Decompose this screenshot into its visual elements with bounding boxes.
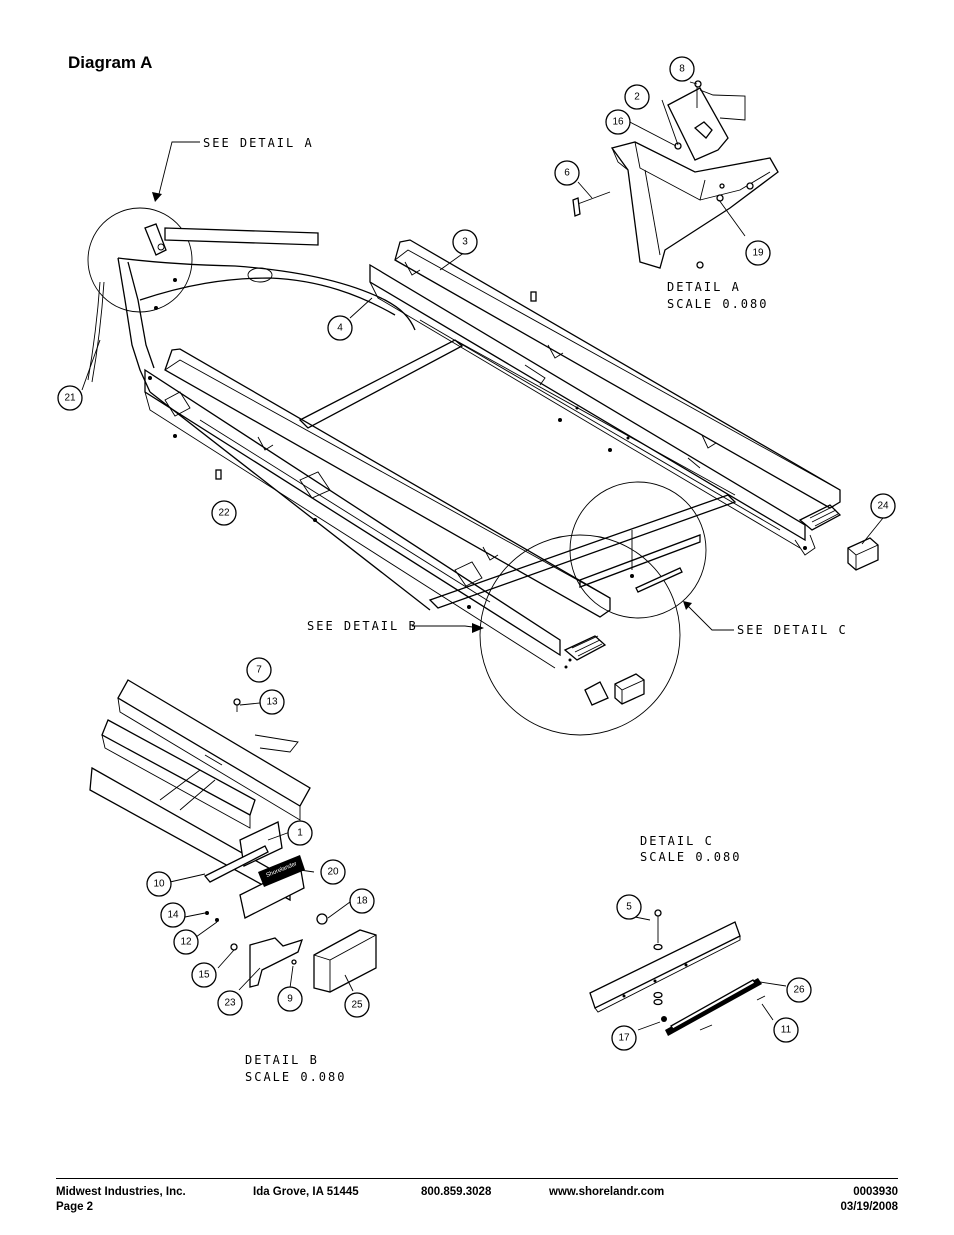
diagram-title: Diagram A bbox=[68, 53, 153, 72]
tongue-bottom-edge bbox=[139, 277, 396, 316]
svg-text:23: 23 bbox=[224, 998, 236, 1009]
part-bubble-4: 4 bbox=[327, 315, 353, 341]
part-bubble-2: 2 bbox=[624, 84, 650, 110]
detail-a-scale: SCALE 0.080 bbox=[667, 297, 768, 311]
see-detail-c-label: SEE DETAIL C bbox=[737, 623, 848, 637]
part-bubble-3: 3 bbox=[452, 229, 478, 255]
svg-text:8: 8 bbox=[679, 64, 685, 75]
part-bubble-8: 8 bbox=[669, 56, 695, 82]
svg-text:16: 16 bbox=[612, 117, 624, 128]
part-bubble-23: 23 bbox=[217, 990, 243, 1016]
footer-company: Midwest Industries, Inc. bbox=[56, 1186, 186, 1198]
footer-doc-number: 0003930 bbox=[853, 1186, 898, 1198]
part-bubble-14: 14 bbox=[160, 902, 186, 928]
detail-b-name: DETAIL B bbox=[245, 1053, 319, 1067]
detail-b-scale: SCALE 0.080 bbox=[245, 1070, 346, 1084]
svg-text:9: 9 bbox=[287, 994, 293, 1005]
page-footer: Midwest Industries, Inc. Ida Grove, IA 5… bbox=[56, 1178, 898, 1216]
part-bubble-16: 16 bbox=[605, 109, 631, 135]
svg-text:6: 6 bbox=[564, 168, 570, 179]
footer-location: Ida Grove, IA 51445 bbox=[253, 1186, 359, 1198]
detail-a-drawing bbox=[572, 80, 779, 269]
svg-text:11: 11 bbox=[781, 1025, 792, 1036]
svg-text:19: 19 bbox=[752, 248, 764, 259]
detail-b-circle bbox=[479, 534, 681, 736]
svg-text:21: 21 bbox=[64, 393, 76, 404]
svg-text:13: 13 bbox=[266, 697, 278, 708]
tongue-top-edge bbox=[117, 257, 416, 331]
svg-text:1: 1 bbox=[297, 828, 303, 839]
part-bubble-12: 12 bbox=[173, 929, 199, 955]
part-bubble-10: 10 bbox=[146, 871, 172, 897]
svg-text:2: 2 bbox=[634, 92, 640, 103]
svg-text:22: 22 bbox=[218, 508, 230, 519]
svg-text:4: 4 bbox=[337, 323, 343, 334]
svg-text:25: 25 bbox=[351, 1000, 363, 1011]
detail-c-name: DETAIL C bbox=[640, 834, 714, 848]
svg-text:18: 18 bbox=[356, 896, 368, 907]
svg-text:24: 24 bbox=[877, 501, 889, 512]
detail-b-drawing: Shorelander bbox=[89, 679, 377, 993]
tongue-front-post bbox=[117, 257, 151, 393]
part-bubble-26: 26 bbox=[786, 977, 812, 1003]
trailer-frame bbox=[87, 239, 842, 669]
left-frame-rail bbox=[144, 368, 561, 657]
svg-text:20: 20 bbox=[327, 867, 339, 878]
footer-website[interactable]: www.shorelandr.com bbox=[549, 1186, 665, 1198]
part-bubble-11: 11 bbox=[773, 1017, 799, 1043]
detail-c-circle bbox=[569, 481, 707, 619]
part-bubble-7: 7 bbox=[246, 657, 272, 683]
footer-phone: 800.859.3028 bbox=[421, 1186, 492, 1198]
part-bubble-13: 13 bbox=[259, 689, 285, 715]
part-bubble-5: 5 bbox=[616, 894, 642, 920]
see-detail-a-label: SEE DETAIL A bbox=[203, 136, 314, 150]
svg-text:17: 17 bbox=[618, 1033, 630, 1044]
part-bubble-22: 22 bbox=[211, 500, 237, 526]
footer-page: Page 2 bbox=[56, 1201, 94, 1213]
detail-a-circle bbox=[87, 207, 193, 313]
taillight-24 bbox=[847, 537, 879, 571]
cross-member-rear bbox=[428, 494, 737, 609]
detail-c-scale: SCALE 0.080 bbox=[640, 850, 741, 864]
svg-text:12: 12 bbox=[180, 937, 192, 948]
part-bubble-24: 24 bbox=[870, 493, 896, 519]
svg-text:3: 3 bbox=[462, 237, 468, 248]
svg-text:14: 14 bbox=[167, 910, 179, 921]
svg-text:7: 7 bbox=[256, 665, 262, 676]
part-bubble-21: 21 bbox=[57, 385, 83, 411]
svg-text:26: 26 bbox=[793, 985, 805, 996]
part-bubble-25: 25 bbox=[344, 992, 370, 1018]
svg-text:10: 10 bbox=[153, 879, 165, 890]
part-bubble-20: 20 bbox=[320, 859, 346, 885]
part-bubble-15: 15 bbox=[191, 962, 217, 988]
see-detail-b-label: SEE DETAIL B bbox=[307, 619, 418, 633]
part-bubble-1: 1 bbox=[287, 820, 313, 846]
svg-text:5: 5 bbox=[626, 902, 632, 913]
cross-member-front bbox=[298, 339, 464, 429]
footer-date: 03/19/2008 bbox=[840, 1201, 898, 1213]
svg-text:15: 15 bbox=[198, 970, 210, 981]
part-bubble-6: 6 bbox=[554, 160, 580, 186]
detail-c-drawing bbox=[589, 909, 787, 1036]
part-bubble-18: 18 bbox=[349, 888, 375, 914]
detail-a-name: DETAIL A bbox=[667, 280, 741, 294]
part-bubble-19: 19 bbox=[745, 240, 771, 266]
part-bubble-17: 17 bbox=[611, 1025, 637, 1051]
part-bubble-9: 9 bbox=[277, 986, 303, 1012]
right-frame-rail bbox=[369, 263, 806, 542]
